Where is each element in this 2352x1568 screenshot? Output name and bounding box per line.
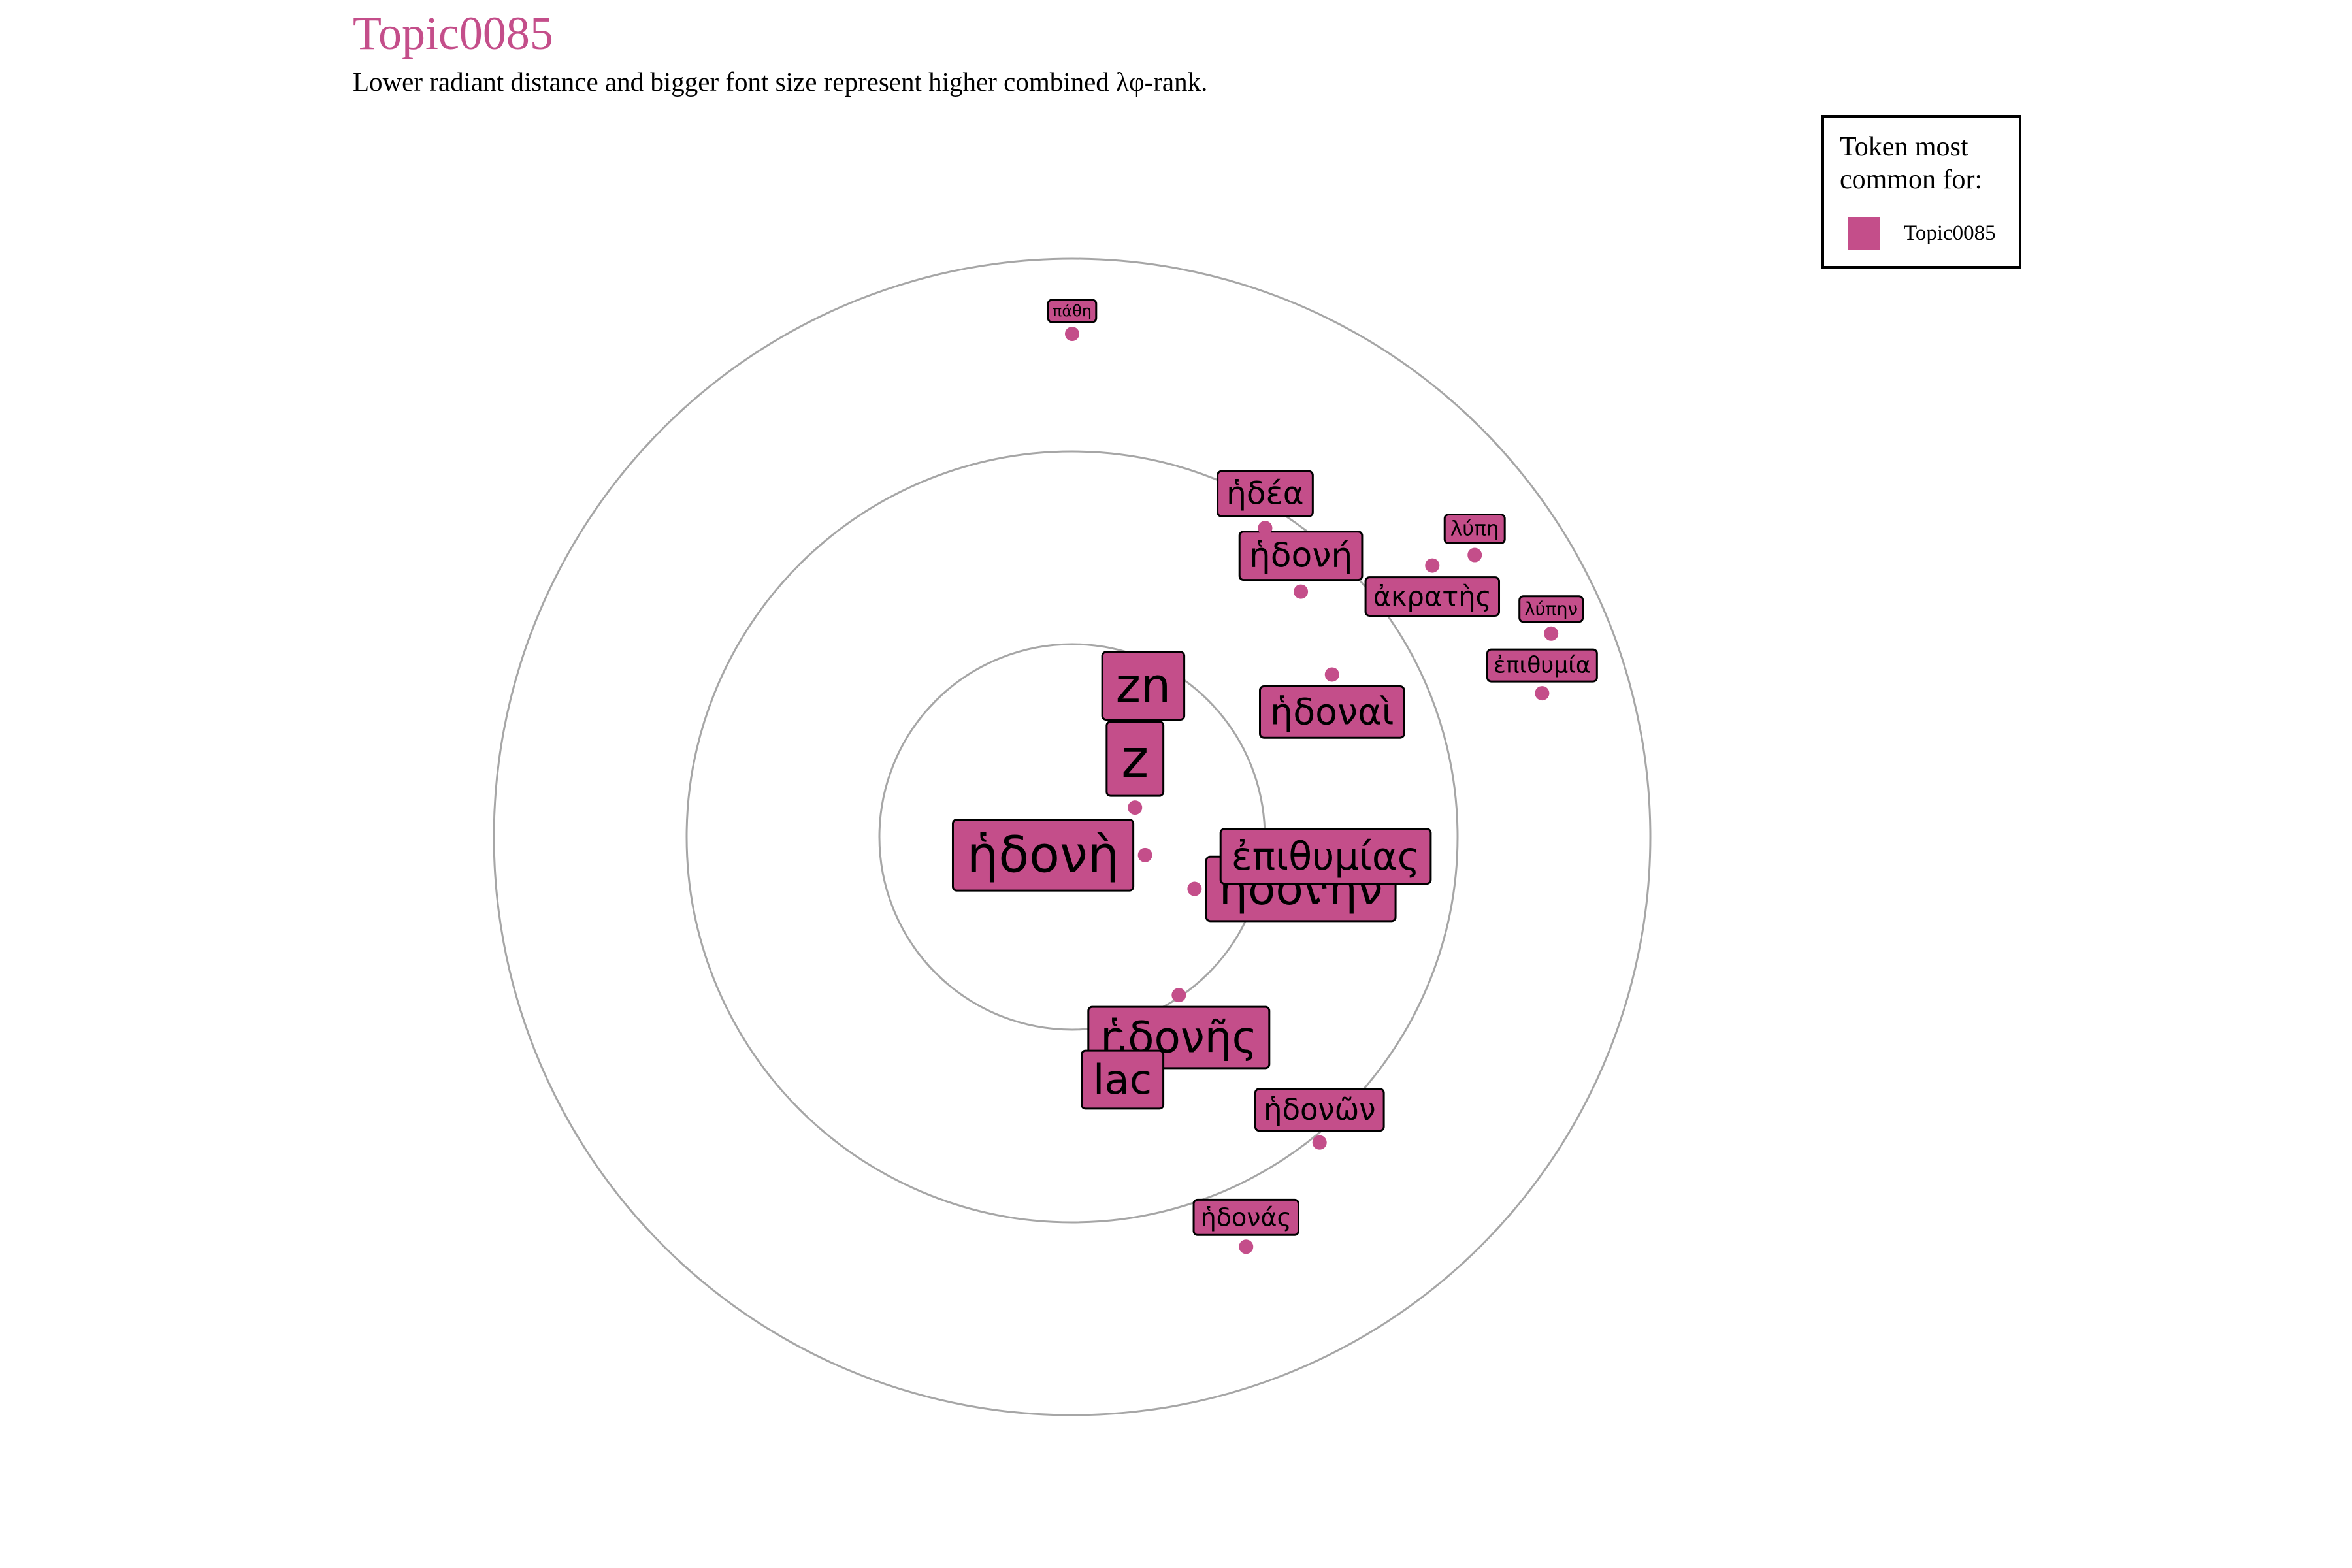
token-point — [1187, 881, 1202, 896]
token-label-box — [1238, 531, 1364, 581]
token-label-box — [1254, 1088, 1385, 1132]
token-label: ἡδονῶν — [1254, 1088, 1385, 1132]
token-point — [1135, 724, 1151, 739]
token-label-box — [1217, 470, 1314, 517]
token-label-text: zn — [1116, 658, 1171, 713]
token-label-box — [951, 819, 1135, 892]
token-label: zn — [1101, 651, 1186, 721]
token-label: πάθη — [1047, 299, 1098, 323]
token-label-box — [1219, 828, 1432, 885]
token-point — [1258, 521, 1273, 536]
token-label-box — [1047, 299, 1098, 323]
token-point — [1318, 888, 1333, 903]
token-label-box — [1443, 514, 1506, 545]
ring-outer — [493, 257, 1652, 1416]
token-label-text: lac — [1093, 1056, 1152, 1103]
token-label-box — [1486, 648, 1598, 683]
token-label-text: ἐπιθυμία — [1494, 653, 1591, 679]
chart-marks: zἡδονὴznἡδονὴνἡδονῆςlacἐπιθυμίαςἡδοναὶἡδ… — [951, 299, 1598, 1254]
token-label-text: ἀκρατὴς — [1373, 581, 1492, 613]
token-label: ἡδονὴ — [951, 819, 1135, 892]
token-point — [1324, 667, 1339, 682]
token-label: ἀκρατὴς — [1364, 576, 1501, 617]
token-point — [1535, 686, 1550, 701]
token-label-text: ἡδονὴ — [967, 826, 1119, 884]
token-label: ἡδέα — [1217, 470, 1314, 517]
token-point — [1065, 327, 1079, 342]
token-point — [1312, 1135, 1327, 1150]
token-label-text: ἡδοναὶ — [1270, 691, 1394, 733]
token-label-text: λύπη — [1450, 517, 1499, 541]
chart-title: Topic0085 — [353, 7, 553, 59]
token-label: ἡδοναὶ — [1259, 685, 1405, 739]
token-label: ἡδονή — [1238, 531, 1364, 581]
legend: Token most common for: Topic0085 — [1821, 115, 2021, 269]
token-label-text: ἡδονάς — [1201, 1203, 1292, 1232]
token-label: ἐπιθυμίας — [1219, 828, 1432, 885]
token-label: ἡδονάς — [1192, 1198, 1299, 1236]
token-label-box — [1101, 651, 1186, 721]
token-label-box — [1081, 1049, 1165, 1110]
token-point — [1115, 1032, 1130, 1047]
token-label-text: ἡδονή — [1249, 536, 1353, 576]
token-point — [1294, 584, 1309, 599]
chart-subtitle: Lower radiant distance and bigger font s… — [353, 67, 1208, 97]
token-label-text: λύπην — [1524, 598, 1578, 619]
token-label-box — [1259, 685, 1405, 739]
legend-title: Token most common for: — [1840, 132, 1983, 195]
token-label: z — [1105, 721, 1165, 797]
token-label-box — [1192, 1198, 1299, 1236]
token-point — [1467, 547, 1482, 563]
token-label: lac — [1081, 1049, 1165, 1110]
legend-entry-label: Topic0085 — [1904, 221, 1996, 245]
token-label-box — [1518, 595, 1584, 623]
token-label-text: ἡδονῶν — [1264, 1092, 1376, 1127]
legend-swatch — [1848, 217, 1880, 250]
token-point — [1544, 626, 1559, 641]
token-label: λύπην — [1518, 595, 1584, 623]
token-label: λύπη — [1443, 514, 1506, 545]
token-label-text: ἐπιθυμίας — [1232, 834, 1420, 879]
token-point — [1137, 847, 1152, 862]
token-label-box — [1364, 576, 1501, 617]
token-point — [1128, 800, 1143, 815]
ring-middle — [685, 450, 1459, 1224]
token-label-text: πάθη — [1053, 302, 1092, 320]
token-point — [1171, 988, 1186, 1003]
token-point — [1239, 1239, 1254, 1254]
token-point — [1425, 558, 1440, 573]
token-label-text: ἡδέα — [1226, 476, 1304, 512]
token-label: ἐπιθυμία — [1486, 648, 1598, 683]
token-label-box — [1105, 721, 1165, 797]
